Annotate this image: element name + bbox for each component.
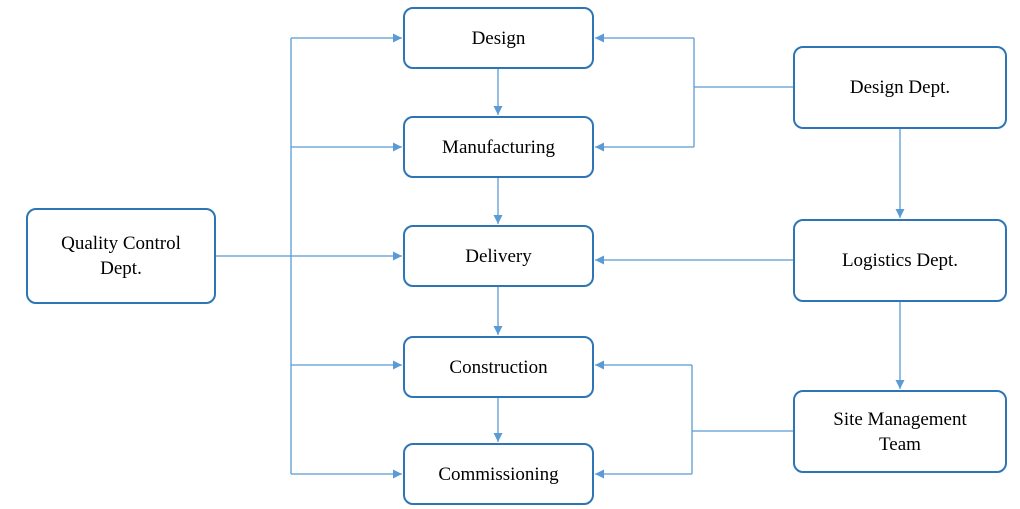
manufacturing-node: Manufacturing xyxy=(403,116,594,178)
design-node: Design xyxy=(403,7,594,69)
design-dept-label: Design Dept. xyxy=(849,77,951,98)
manufacturing-node-label: Manufacturing xyxy=(442,136,555,158)
delivery-node-label: Delivery xyxy=(465,245,532,267)
site-management-team-label: Site Management Team xyxy=(833,408,967,455)
construction-node-label: Construction xyxy=(449,356,548,378)
design-dept-node: Design Dept. xyxy=(793,46,1007,129)
site-management-team-node: Site Management Team xyxy=(793,390,1007,473)
commissioning-node: Commissioning xyxy=(403,443,594,505)
delivery-node: Delivery xyxy=(403,225,594,287)
logistics-dept-node: Logistics Dept. xyxy=(793,219,1007,302)
logistics-dept-label: Logistics Dept. xyxy=(841,250,959,271)
commissioning-node-label: Commissioning xyxy=(438,463,559,485)
design-node-label: Design xyxy=(471,27,526,49)
quality-control-dept-label: Quality Control Dept. xyxy=(61,233,181,279)
construction-node: Construction xyxy=(403,336,594,398)
quality-control-dept-node: Quality Control Dept. xyxy=(26,208,216,304)
